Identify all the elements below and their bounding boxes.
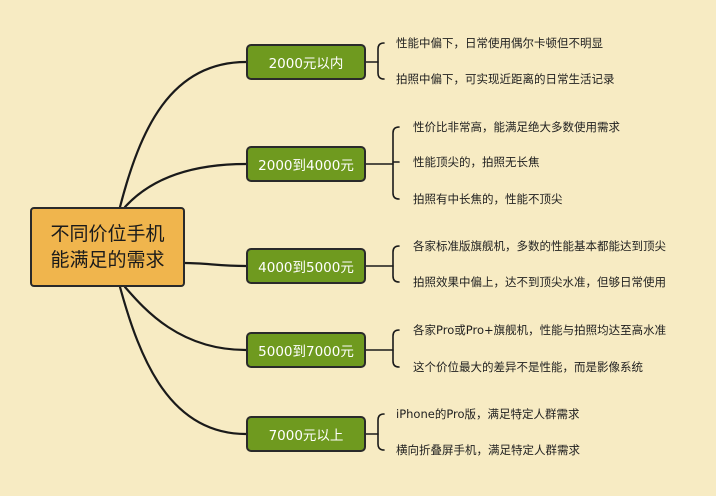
leaf-item: iPhone的Pro版，满足特定人群需求 xyxy=(396,407,580,421)
leaf-item: 拍照效果中偏上，达不到顶尖水准，但够日常使用 xyxy=(413,275,666,289)
connector-line xyxy=(392,126,400,200)
leaf-item: 性能顶尖的，拍照无长焦 xyxy=(413,155,540,169)
root-topic-line-1: 不同价位手机 xyxy=(50,223,165,245)
connector-line xyxy=(123,285,248,352)
branch-4000-5000[interactable]: 4000到5000元 xyxy=(246,248,366,284)
leaf-item: 各家标准版旗舰机，多数的性能基本都能达到顶尖 xyxy=(413,239,666,253)
branch-under-2000[interactable]: 2000元以内 xyxy=(246,44,366,80)
connector-line xyxy=(392,329,400,368)
leaf-item: 各家Pro或Pro+旗舰机，性能与拍照均达至高水准 xyxy=(413,323,667,337)
connector-line xyxy=(377,42,385,80)
leaf-item: 性价比非常高，能满足绝大多数使用需求 xyxy=(413,120,620,134)
connector-line xyxy=(377,413,385,451)
branch-label: 2000到4000元 xyxy=(258,158,354,174)
leaf-item: 横向折叠屏手机，满足特定人群需求 xyxy=(396,443,580,457)
branch-label: 7000元以上 xyxy=(268,428,344,444)
connector-line xyxy=(118,60,248,209)
branch-label: 2000元以内 xyxy=(268,56,344,72)
leaf-item: 这个价位最大的差异不是性能，而是影像系统 xyxy=(413,360,643,374)
connector-line xyxy=(118,285,248,436)
root-topic[interactable]: 不同价位手机 能满足的需求 xyxy=(30,207,185,287)
connector-line xyxy=(123,162,248,209)
connector-line xyxy=(392,245,400,283)
branch-label: 5000到7000元 xyxy=(258,344,354,360)
branch-5000-7000[interactable]: 5000到7000元 xyxy=(246,332,366,368)
branch-2000-4000[interactable]: 2000到4000元 xyxy=(246,146,366,182)
branch-label: 4000到5000元 xyxy=(258,260,354,276)
leaf-item: 拍照中偏下，可实现近距离的日常生活记录 xyxy=(396,72,615,86)
leaf-item: 拍照有中长焦的，性能不顶尖 xyxy=(413,192,563,206)
leaf-item: 性能中偏下，日常使用偶尔卡顿但不明显 xyxy=(396,36,603,50)
root-topic-line-2: 能满足的需求 xyxy=(50,249,165,271)
branch-over-7000[interactable]: 7000元以上 xyxy=(246,416,366,452)
connector-line xyxy=(183,261,248,268)
